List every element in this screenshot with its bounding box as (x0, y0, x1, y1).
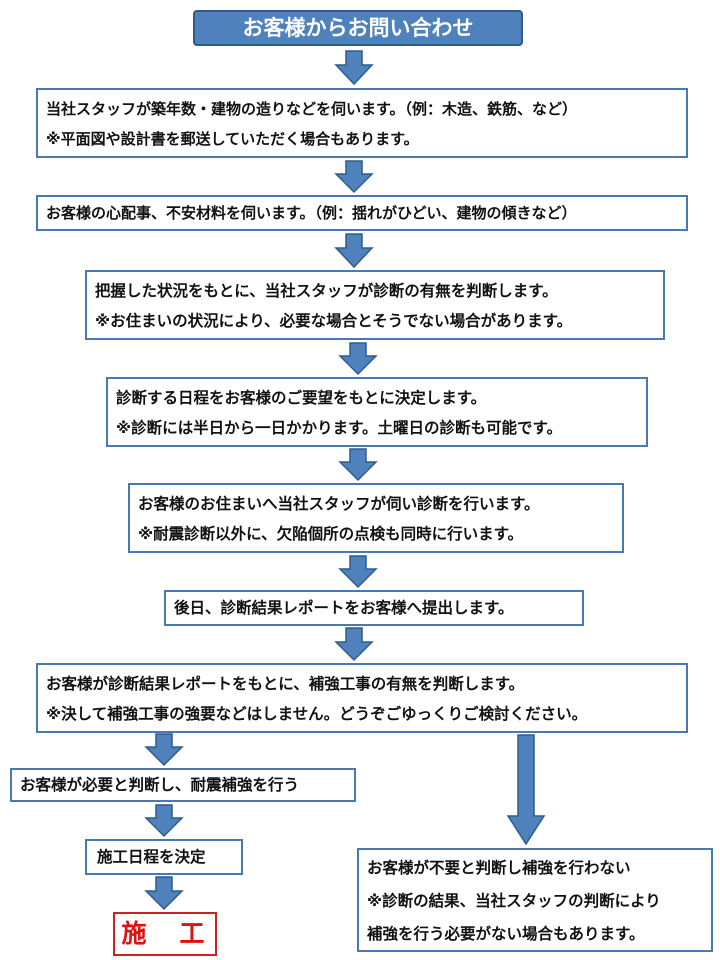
down-arrow-icon (338, 342, 378, 376)
down-arrow-icon (334, 160, 374, 194)
down-arrow-icon (334, 50, 374, 86)
branch-yes-schedule-box: 施工日程を決定 (85, 839, 243, 875)
step-7-box: お客様が診断結果レポートをもとに、補強工事の有無を判断します。 ※決して補強工事… (36, 663, 688, 733)
step-2-line-1: お客様の心配事、不安材料を伺います。（例：揺れがひどい、建物の傾きなど） (46, 204, 577, 222)
step-1-box: 当社スタッフが築年数・建物の造りなどを伺います。（例：木造、鉄筋、など） ※平面… (36, 88, 688, 158)
step-6-line-1: 後日、診断結果レポートをお客様へ提出します。 (174, 599, 514, 617)
step-3-line-1: 把握した状況をもとに、当社スタッフが診断の有無を判断します。 (95, 282, 558, 300)
step-5-line-1: お客様のお住まいへ当社スタッフが伺い診断を行います。 (138, 495, 540, 513)
down-arrow-icon (334, 627, 374, 662)
step-3-box: 把握した状況をもとに、当社スタッフが診断の有無を判断します。 ※お住まいの状況に… (85, 270, 665, 340)
page-title: お客様からお問い合わせ (193, 10, 523, 46)
step-5-box: お客様のお住まいへ当社スタッフが伺い診断を行います。 ※耐震診断以外に、欠陥個所… (128, 483, 624, 553)
down-arrow-icon (338, 448, 378, 482)
branch-yes-schedule-text: 施工日程を決定 (97, 848, 206, 866)
step-3-line-2: ※お住まいの状況により、必要な場合とそうでない場合があります。 (95, 312, 573, 330)
branch-no-line-3: 補強を行う必要がない場合もあります。 (367, 925, 645, 943)
branch-yes-decision-text: お客様が必要と判断し、耐震補強を行う (20, 776, 300, 794)
step-4-box: 診断する日程をお客様のご要望をもとに決定します。 ※診断には半日から一日かかりま… (106, 377, 648, 447)
step-5-line-2: ※耐震診断以外に、欠陥個所の点検も同時に行います。 (138, 525, 524, 543)
down-arrow-icon (334, 233, 374, 269)
step-7-line-2: ※決して補強工事の強要などはしません。どうぞごゆっくりご検討ください。 (46, 705, 588, 723)
branch-yes-decision-box: お客様が必要と判断し、耐震補強を行う (10, 768, 356, 802)
down-arrow-icon (144, 804, 184, 838)
step-1-line-1: 当社スタッフが築年数・建物の造りなどを伺います。（例：木造、鉄筋、など） (46, 100, 578, 118)
branch-no-box: お客様が不要と判断し補強を行わない ※診断の結果、当社スタッフの判断により 補強… (357, 848, 713, 952)
step-4-line-1: 診断する日程をお客様のご要望をもとに決定します。 (116, 389, 487, 407)
final-construction-box: 施 工 (113, 912, 217, 956)
branch-no-line-1: お客様が不要と判断し補強を行わない (367, 859, 631, 877)
step-1-line-2: ※平面図や設計書を郵送していただく場合もあります。 (46, 130, 419, 148)
step-7-line-1: お客様が診断結果レポートをもとに、補強工事の有無を判断します。 (46, 675, 525, 693)
step-4-line-2: ※診断には半日から一日かかります。土曜日の診断も可能です。 (116, 419, 562, 437)
branch-no-line-2: ※診断の結果、当社スタッフの判断により (367, 892, 661, 910)
down-arrow-icon (144, 876, 184, 911)
down-arrow-icon (338, 555, 378, 589)
down-arrow-icon (506, 734, 546, 846)
step-2-box: お客様の心配事、不安材料を伺います。（例：揺れがひどい、建物の傾きなど） (36, 195, 688, 231)
step-6-box: 後日、診断結果レポートをお客様へ提出します。 (164, 590, 584, 626)
down-arrow-icon (144, 733, 184, 767)
